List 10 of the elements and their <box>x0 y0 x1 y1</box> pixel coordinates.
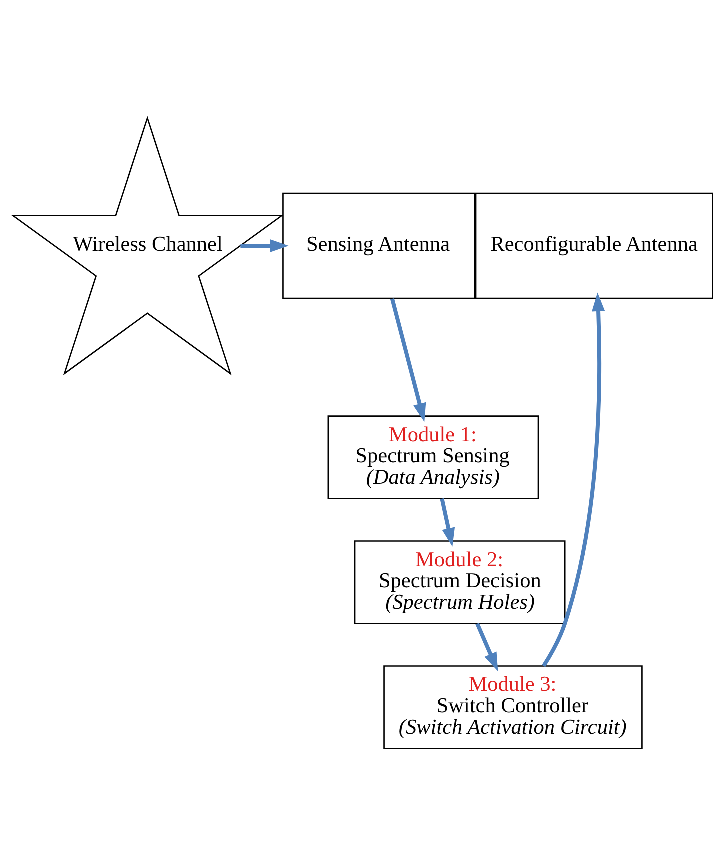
arrow <box>440 498 456 547</box>
arrow <box>476 623 498 672</box>
arrow <box>240 239 289 253</box>
arrow <box>542 292 606 668</box>
node-box: Module 1: Spectrum Sensing (Data Analysis) <box>328 416 540 500</box>
arrow <box>390 298 426 422</box>
node-box: Reconfigurable Antenna <box>475 192 714 300</box>
node-box: Sensing Antenna <box>282 192 476 300</box>
node-box: Module 3: Switch Controller (Switch Activation Circuit) <box>384 666 643 750</box>
node-box: Module 2: Spectrum Decision (Spectrum Holes) <box>354 540 566 624</box>
